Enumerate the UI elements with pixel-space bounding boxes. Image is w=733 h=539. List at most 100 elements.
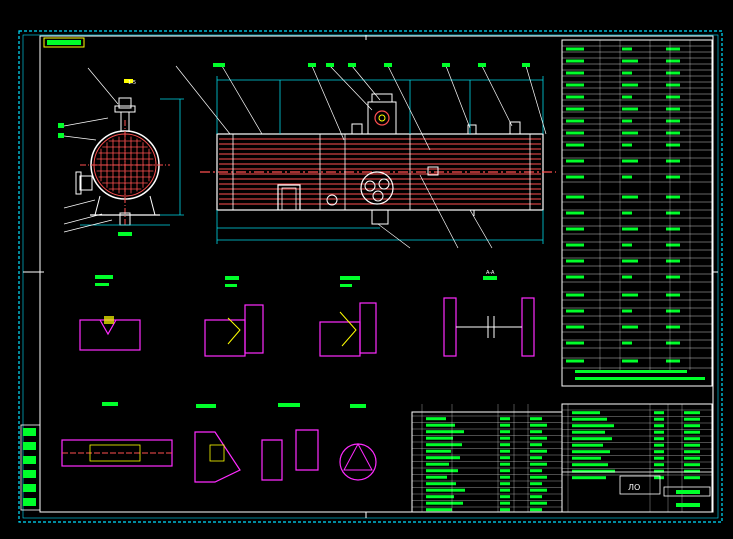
table-cell-text (566, 293, 584, 297)
table-cell-text (622, 309, 632, 313)
drawing-border (39, 35, 714, 513)
parts-cell-text (500, 501, 510, 505)
table-cell-text (622, 47, 632, 51)
table-cell-text (666, 309, 680, 313)
table-cell-text (666, 243, 680, 247)
table-cell-text (622, 119, 632, 123)
table-cell-text (622, 341, 632, 345)
parts-cell-text (426, 430, 464, 434)
parts-cell-text (500, 443, 510, 447)
table-cell-text (666, 211, 680, 215)
parts-list-tables (411, 403, 713, 513)
table-cell-text (622, 159, 638, 163)
table-cell-text (666, 83, 680, 87)
parts-cell-text (572, 469, 615, 473)
parts-cell-text (426, 469, 458, 473)
table-cell-text (666, 59, 680, 63)
parts-cell-text (684, 430, 700, 434)
parts-cell-text (684, 450, 700, 454)
table-cell-text (666, 107, 680, 111)
table-cell-text (566, 341, 584, 345)
parts-cell-text (500, 495, 510, 499)
parts-cell-text (530, 508, 542, 512)
parts-cell-text (426, 417, 446, 421)
table-cell-text (622, 359, 638, 363)
parts-cell-text (530, 501, 547, 505)
parts-cell-text (426, 495, 454, 499)
table-cell-text (566, 131, 584, 135)
parts-cell-text (654, 456, 664, 460)
parts-cell-text (654, 411, 664, 415)
parts-cell-text (684, 456, 700, 460)
table-cell-text (566, 211, 584, 215)
table-cell-text (666, 71, 680, 75)
parts-cell-text (500, 488, 510, 492)
parts-cell-text (530, 469, 542, 473)
parts-cell-text (530, 443, 542, 447)
table-cell-text (566, 107, 584, 111)
parts-cell-text (426, 475, 447, 479)
parts-cell-text (426, 456, 460, 460)
table-note (575, 370, 687, 373)
parts-cell-text (684, 469, 700, 473)
table-cell-text (666, 131, 680, 135)
table-cell-text (622, 195, 638, 199)
parts-cell-text (684, 424, 700, 428)
table-cell-text (566, 243, 584, 247)
parts-cell-text (654, 430, 664, 434)
parts-cell-text (572, 443, 603, 447)
table-cell-text (666, 259, 680, 263)
drawing-number-cell (663, 486, 711, 497)
parts-cell-text (654, 443, 664, 447)
parts-cell-text (572, 463, 608, 467)
parts-cell-text (684, 411, 700, 415)
detail-views (61, 275, 535, 483)
frame-ticks (23, 35, 718, 518)
table-cell-text (666, 227, 680, 231)
parts-cell-text (530, 456, 542, 460)
table-note (575, 377, 705, 380)
drawing-number-box (43, 37, 85, 48)
table-cell-text (622, 325, 638, 329)
parts-cell-text (572, 430, 605, 434)
table-cell-text (666, 275, 680, 279)
table-cell-text (666, 143, 680, 147)
table-cell-text (566, 227, 584, 231)
sheet-number-value (676, 503, 700, 507)
parts-cell-text (654, 437, 664, 441)
table-cell-text (666, 95, 680, 99)
parts-cell-text (530, 430, 542, 434)
table-cell-text (622, 95, 632, 99)
parts-cell-text (572, 450, 610, 454)
table-cell-text (566, 143, 584, 147)
table-cell-text (666, 359, 680, 363)
parts-cell-text (684, 437, 700, 441)
table-cell-text (666, 195, 680, 199)
table-cell-text (566, 95, 584, 99)
table-cell-text (566, 259, 584, 263)
section-label: A-A (486, 270, 495, 276)
parts-cell-text (530, 462, 547, 466)
parts-cell-text (500, 417, 510, 421)
title-block-mark: ЛО (628, 483, 640, 492)
table-cell-text (666, 175, 680, 179)
parts-cell-text (530, 475, 547, 479)
title-block (561, 471, 713, 513)
parts-cell-text (500, 508, 510, 512)
parts-cell-text (530, 449, 547, 453)
parts-cell-text (500, 475, 510, 479)
table-cell-text (622, 227, 638, 231)
parts-cell-text (426, 436, 453, 440)
table-cell-text (566, 47, 584, 51)
table-cell-text (622, 71, 632, 75)
parts-cell-text (426, 462, 449, 466)
parts-cell-text (426, 443, 462, 447)
table-cell-text (666, 159, 680, 163)
parts-cell-text (684, 463, 700, 467)
parts-cell-text (654, 463, 664, 467)
parts-cell-text (530, 417, 542, 421)
parts-cell-text (654, 450, 664, 454)
table-cell-text (622, 107, 638, 111)
